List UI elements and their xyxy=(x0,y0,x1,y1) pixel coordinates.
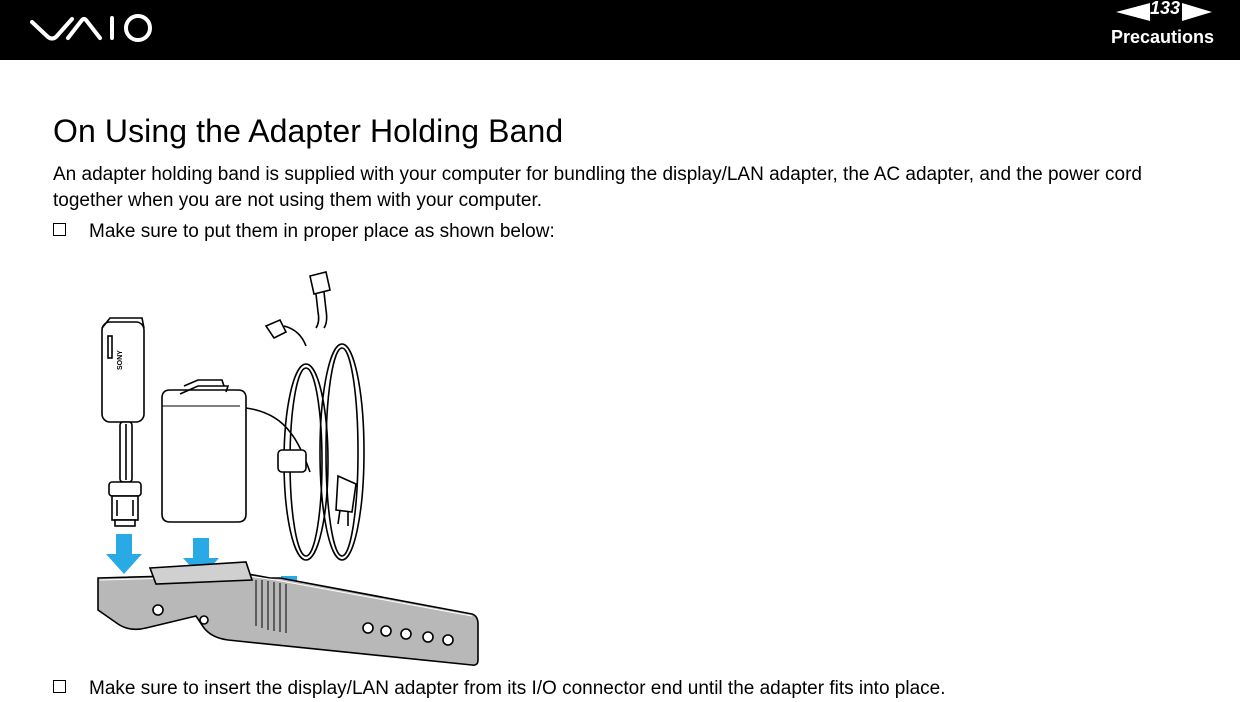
next-page-icon[interactable] xyxy=(1182,3,1212,21)
bullet-item: Make sure to insert the display/LAN adap… xyxy=(53,676,946,702)
checkbox-bullet-icon xyxy=(53,680,66,693)
page-title: On Using the Adapter Holding Band xyxy=(53,113,564,149)
page-navigation: 133 Precautions xyxy=(1084,0,1214,60)
bullet-text: Make sure to put them in proper place as… xyxy=(89,221,555,242)
adapter-holding-band xyxy=(97,561,479,666)
header-bar: 133 Precautions xyxy=(0,0,1240,60)
bullet-text: Make sure to insert the display/LAN adap… xyxy=(89,678,946,699)
section-title[interactable]: Precautions xyxy=(1110,27,1214,47)
power-cord xyxy=(264,271,365,561)
svg-text:SONY: SONY xyxy=(117,350,124,370)
page-number: 133 xyxy=(1149,0,1180,18)
adapter-band-illustration: SONY xyxy=(80,262,490,677)
ac-adapter xyxy=(161,379,311,523)
display-lan-adapter xyxy=(101,317,145,527)
previous-page-icon[interactable] xyxy=(1116,3,1150,21)
bullet-item: Make sure to put them in proper place as… xyxy=(53,219,555,245)
checkbox-bullet-icon xyxy=(53,223,66,236)
intro-paragraph: An adapter holding band is supplied with… xyxy=(53,164,1142,211)
vaio-logo xyxy=(30,10,160,51)
